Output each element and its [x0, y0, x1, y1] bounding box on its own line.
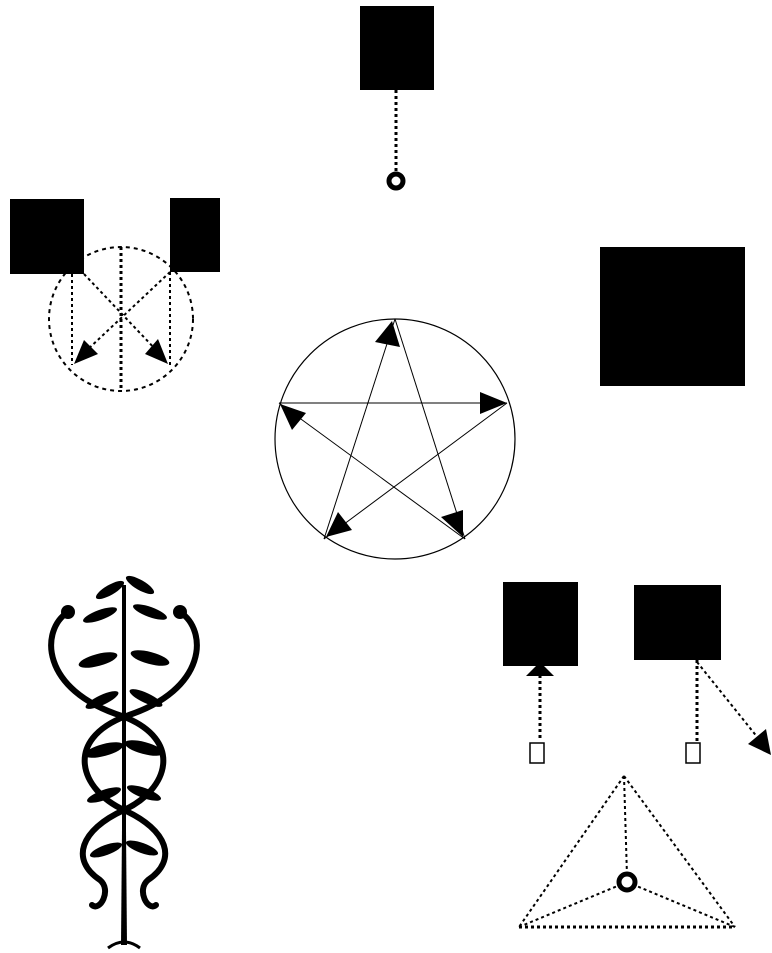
pentagram-group	[275, 319, 515, 559]
pair-left-square-marker	[530, 743, 544, 763]
pentagram-edge-5	[279, 403, 465, 539]
right-large-block	[600, 247, 745, 386]
top-ring-marker	[389, 174, 403, 188]
caduceus-engraving	[51, 573, 197, 948]
bottom-right-pair	[503, 582, 771, 763]
top-block	[360, 6, 434, 90]
pair-right-square-marker	[686, 743, 700, 763]
left-arrowhead-a	[145, 339, 168, 364]
left-block-a	[10, 199, 84, 274]
pentagram-edge-3	[324, 319, 395, 539]
pentagram-edge-4	[395, 319, 465, 539]
pair-block-left	[503, 582, 578, 666]
triangle-edge-right	[624, 776, 735, 927]
pentagram-circle	[275, 319, 515, 559]
pair-right-diagonal	[697, 662, 758, 738]
pentagram-arrowhead-3	[375, 321, 400, 347]
triangle-center-ring	[619, 874, 635, 890]
pair-block-right	[634, 585, 721, 660]
pentagram-arrowhead-5	[280, 404, 306, 430]
left-block-b	[170, 198, 220, 272]
triangle-spoke-top	[624, 776, 627, 876]
pentagram-edge-2	[324, 403, 507, 539]
pair-right-arrowhead	[748, 729, 771, 755]
triangle-group	[519, 776, 735, 927]
pentagram-arrowhead-1	[480, 392, 507, 414]
left-cluster	[10, 198, 220, 391]
triangle-spoke-right	[627, 882, 735, 927]
triangle-edge-left	[519, 776, 624, 927]
pentagram-arrowhead-2	[326, 512, 352, 537]
top-block-group	[360, 6, 434, 188]
